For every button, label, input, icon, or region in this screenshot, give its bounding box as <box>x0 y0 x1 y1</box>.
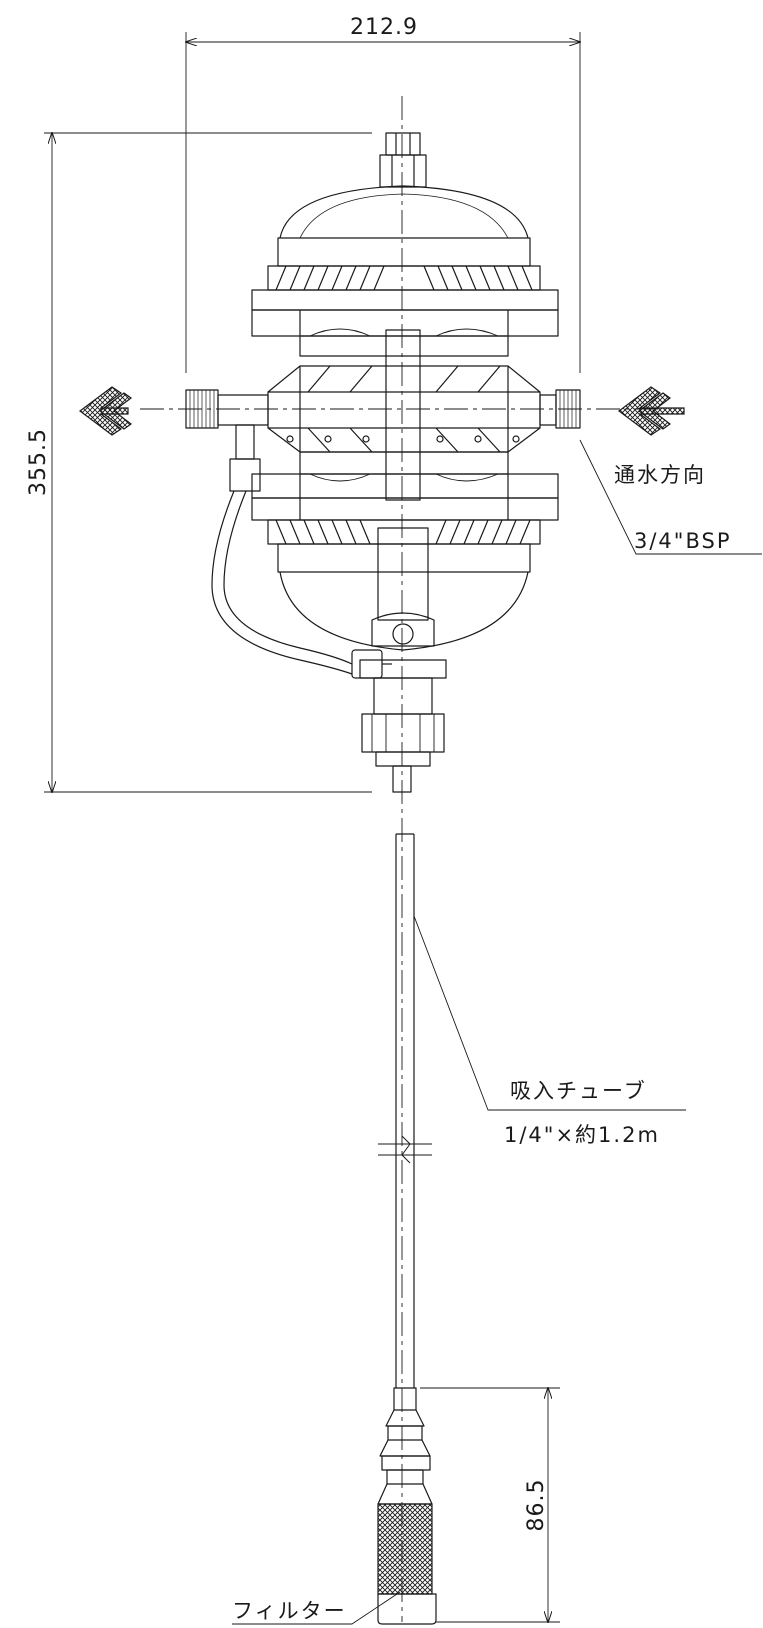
height-dimension <box>44 133 372 792</box>
width-dimension-label: 212.9 <box>350 15 418 40</box>
flow-direction-label: 通水方向 <box>614 463 706 487</box>
flow-arrow-out-icon <box>79 386 133 436</box>
outlet-fitting <box>185 389 269 492</box>
width-dimension <box>186 32 580 373</box>
suction-tube-name-label: 吸入チューブ <box>510 1079 647 1103</box>
upper-rib-band <box>251 265 559 337</box>
suction-tube-leader <box>413 915 686 1111</box>
top-dome <box>279 185 529 239</box>
filter-length-dimension <box>420 1388 560 1622</box>
pump-stem <box>359 527 447 793</box>
suction-tube <box>378 833 432 1388</box>
bottom-dome <box>279 571 529 651</box>
top-nozzle <box>379 132 427 188</box>
thread-size-label: 3/4"BSP <box>634 529 732 553</box>
flow-arrow-in-icon <box>618 386 685 436</box>
height-dimension-label: 355.5 <box>26 428 51 496</box>
hose <box>223 490 353 665</box>
thread-leader <box>579 439 762 555</box>
filter-dimension-label: 86.5 <box>524 1479 549 1532</box>
lower-rib-band <box>251 473 559 573</box>
filter-label: フィルター <box>232 1599 347 1623</box>
inlet-fitting <box>539 389 581 429</box>
filter <box>377 1387 437 1625</box>
suction-tube-spec-label: 1/4"×約1.2m <box>504 1123 660 1147</box>
filter-leader <box>232 1591 401 1625</box>
